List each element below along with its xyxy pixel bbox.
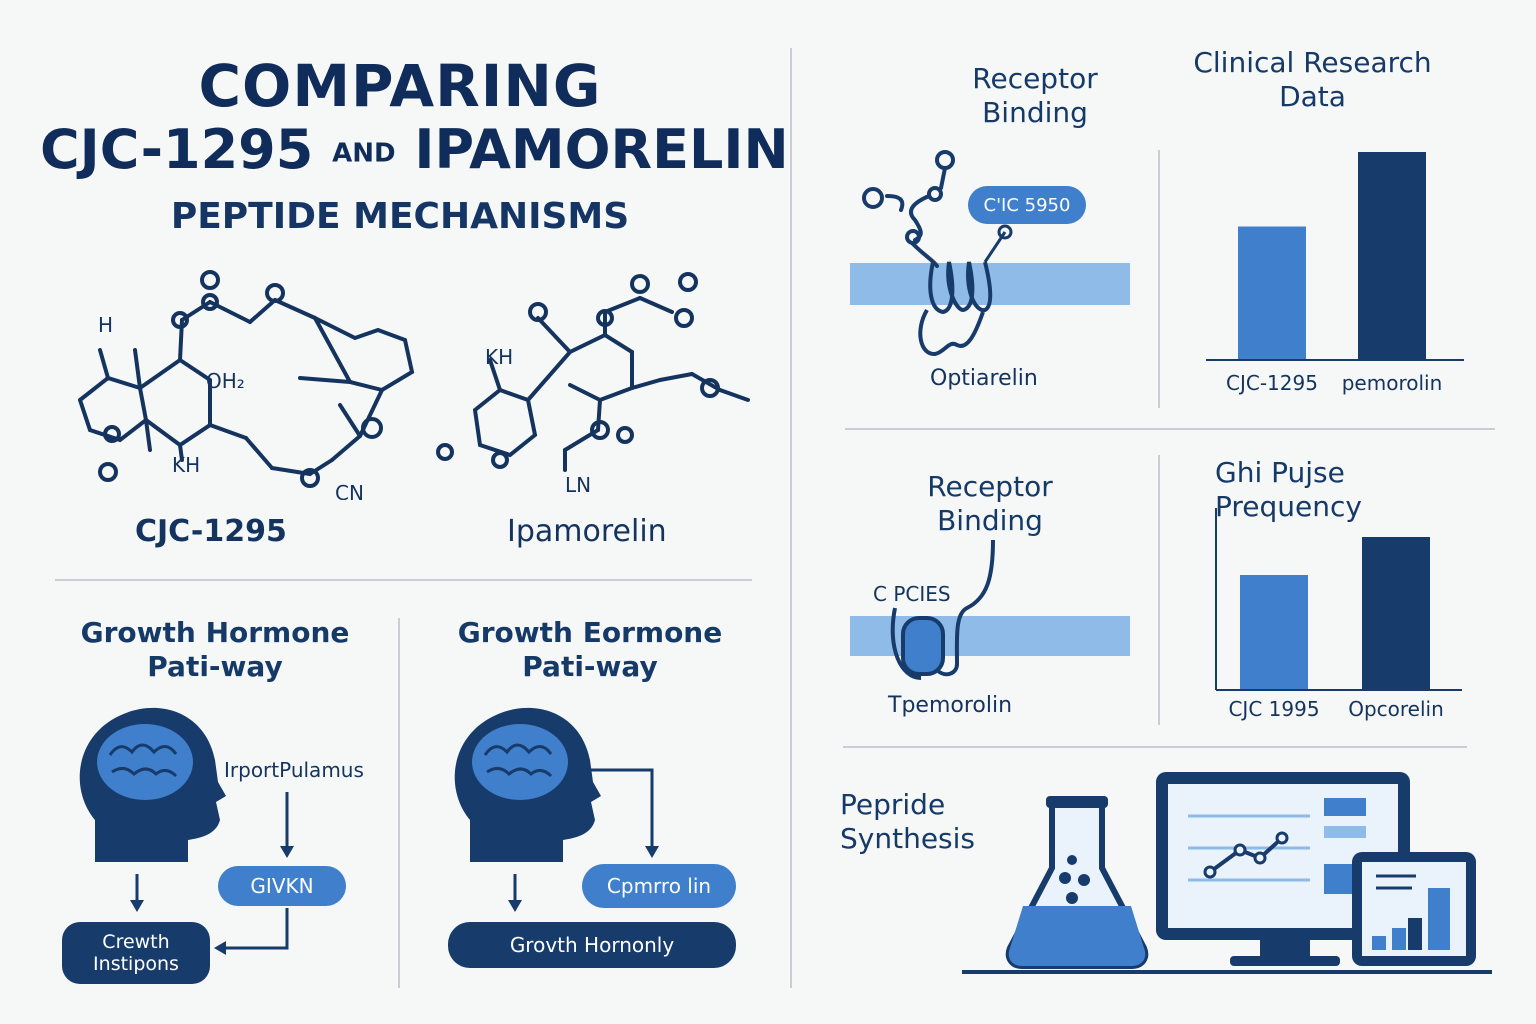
pathway-right-heading: Growth Eormone Pati-way — [457, 616, 723, 683]
pathway-right-output: Grovth Hornonly — [448, 922, 736, 968]
receptor-bottom-caption: Tpemorolin — [888, 693, 1013, 718]
svg-text:KH: KH — [172, 453, 200, 477]
title-line-2: CJC-1295 AND IPAMORELIN — [40, 118, 789, 181]
synthesis-heading: Pepride Synthesis — [840, 788, 975, 855]
svg-text:H: H — [98, 313, 113, 337]
divider-left-horizontal — [55, 579, 752, 581]
head-silhouette-icon — [454, 707, 601, 862]
svg-text:OH₂: OH₂ — [206, 369, 245, 393]
receptor-helices — [918, 261, 993, 356]
synthesis-illustration — [962, 772, 1492, 974]
divider-right-bottom — [1158, 455, 1160, 725]
title-line-1: COMPARING — [198, 52, 602, 120]
chart-category-label: CJC-1295 — [1226, 371, 1318, 395]
pathway-right-pill: Cpmrro lin — [582, 864, 736, 908]
pathway-left-pill: GIVKN — [218, 866, 346, 906]
receptor-top-caption: Optiarelin — [930, 366, 1038, 391]
molecule-ipamorelin-atoms: KH LN — [485, 345, 591, 497]
molecule-structures: H OH₂ KH CN KH LN — [78, 270, 750, 500]
molecule-cjc-1295-atoms: H OH₂ KH CN — [98, 313, 364, 500]
subtitle: PEPTIDE MECHANISMS — [170, 196, 630, 237]
chart-category-label: CJC 1995 — [1228, 697, 1319, 721]
receptor-bottom-heading: Receptor Binding — [927, 470, 1053, 537]
chart-2-title: Ghi Pujse Prequency — [1215, 456, 1362, 523]
divider-pathways — [398, 618, 400, 988]
arrow-to-pill — [590, 768, 654, 850]
chart-bar — [1240, 575, 1308, 689]
pathway-left-output: Crewth Instipons — [62, 922, 210, 984]
svg-text:CN: CN — [335, 481, 364, 500]
head-silhouette-icon — [79, 707, 227, 862]
divider-main-vertical — [790, 48, 792, 988]
pathway-left-heading: Growth Hormone Pati-way — [80, 616, 350, 683]
title-peptide-b: IPAMORELIN — [414, 118, 789, 181]
flask-icon — [1005, 796, 1149, 969]
molecule-cjc-1295 — [78, 270, 415, 488]
title-peptide-a: CJC-1295 — [40, 118, 314, 181]
chart-2: CJC 1995 Opcorelin — [1215, 508, 1462, 721]
receptor-top-heading: Receptor Binding — [972, 62, 1098, 129]
molecule-label-cjc: CJC-1295 — [135, 514, 287, 549]
pathway-right-diagram — [454, 707, 659, 912]
receptor-bottom-diagram — [850, 539, 1130, 680]
molecule-label-ipamorelin: Ipamorelin — [507, 514, 667, 549]
chart-1-title: Clinical Research Data — [1193, 46, 1432, 113]
receptor-protein — [901, 616, 945, 676]
arrow-to-output — [222, 908, 289, 950]
chart-1: CJC-1295 pemorolin — [1206, 152, 1464, 395]
chart-bar — [1238, 226, 1306, 359]
svg-text:LN: LN — [565, 473, 591, 497]
divider-right-middle — [845, 428, 1495, 430]
pathway-left-diagram — [79, 707, 294, 955]
chart-bar — [1358, 152, 1426, 359]
receptor-top-diagram — [850, 150, 1130, 356]
divider-right-top — [1158, 150, 1160, 408]
receptor-top-tag: C'IC 5950 — [968, 186, 1086, 224]
chart-bar — [1362, 537, 1430, 689]
chart-category-label: pemorolin — [1342, 371, 1443, 395]
divider-synthesis — [843, 746, 1467, 748]
molecule-ipamorelin — [436, 272, 750, 472]
tablet-icon — [1352, 852, 1476, 966]
svg-text:KH: KH — [485, 345, 513, 369]
receptor-bottom-tag: C PCIES — [873, 582, 951, 606]
title-and: AND — [332, 138, 396, 169]
chart-category-label: Opcorelin — [1348, 697, 1444, 721]
ligand-chain — [862, 150, 955, 268]
hypothalamus-label: IrportPulamus — [224, 758, 364, 782]
